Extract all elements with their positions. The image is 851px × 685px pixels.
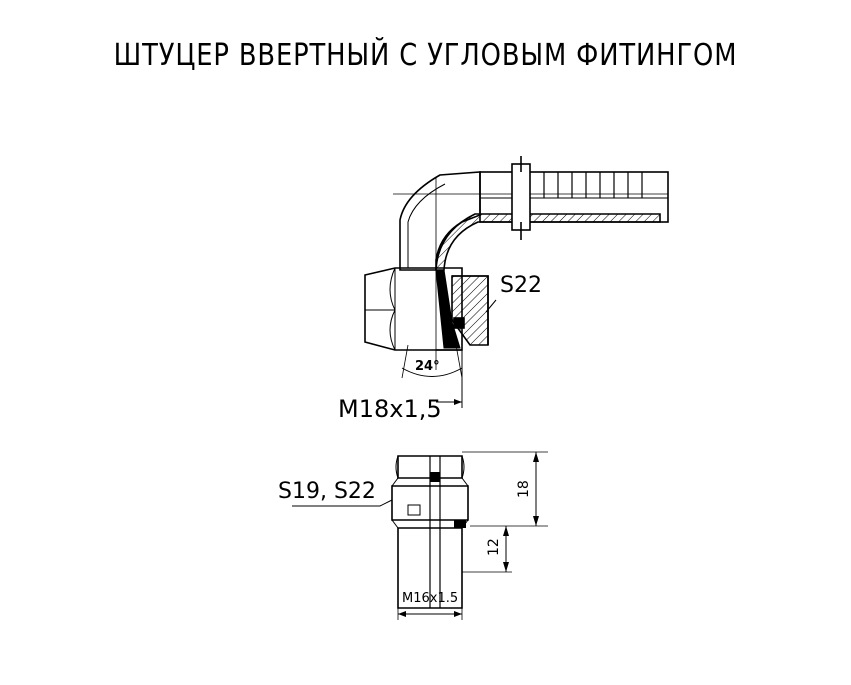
bonded-seal	[454, 520, 466, 528]
s22-label: S22	[500, 273, 542, 298]
elbow-inner-curve	[407, 183, 446, 268]
crimp-collar	[511, 163, 531, 231]
angle-arc	[401, 367, 463, 377]
angle-label: 24°	[415, 359, 440, 374]
elbow-fitting-view	[364, 156, 669, 408]
s19-s22-label: S19, S22	[278, 479, 376, 504]
thread-label-top: M18x1,5	[338, 395, 442, 423]
hose-barbs	[543, 172, 643, 198]
hose-tail	[479, 171, 669, 223]
nut-section	[451, 275, 489, 346]
thread-label-bottom: M16x1.5	[402, 591, 458, 606]
adapter-view	[292, 451, 548, 620]
seal-ring	[407, 504, 421, 516]
drawing-title: ШТУЦЕР ВВЕРТНЫЙ С УГЛОВЫМ ФИТИНГОМ	[113, 38, 738, 73]
height-18-label: 18	[516, 480, 532, 498]
height-12-label: 12	[486, 538, 502, 556]
o-ring	[453, 317, 465, 329]
